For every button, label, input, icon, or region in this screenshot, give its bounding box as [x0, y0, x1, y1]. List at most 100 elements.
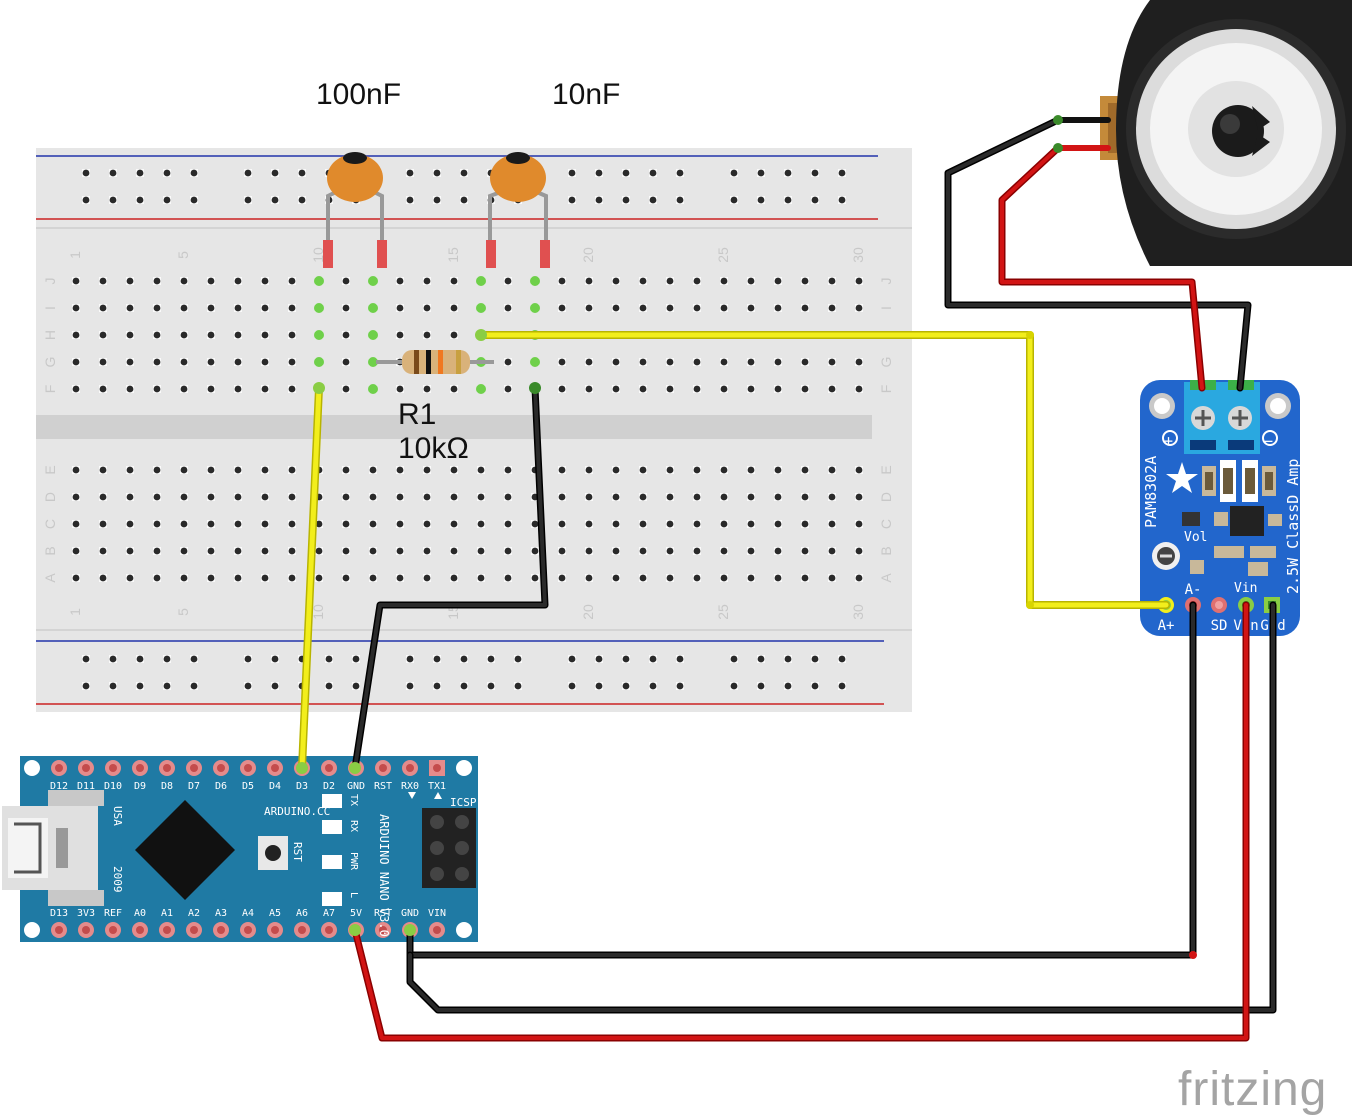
row-letter: C [42, 519, 58, 529]
breadboard-hole [585, 493, 593, 501]
breadboard-hole [693, 520, 701, 528]
breadboard-hole [126, 385, 134, 393]
breadboard-hole-connected [368, 276, 378, 286]
breadboard-hole [774, 520, 782, 528]
breadboard-hole [855, 304, 863, 312]
breadboard-hole [612, 277, 620, 285]
breadboard-hole [234, 466, 242, 474]
breadboard-hole [99, 466, 107, 474]
breadboard-hole [801, 385, 809, 393]
breadboard-hole-connected [530, 303, 540, 313]
row-letter: H [42, 330, 58, 340]
column-number: 5 [175, 608, 191, 616]
breadboard-hole [666, 493, 674, 501]
breadboard-hole [730, 682, 738, 690]
breadboard-hole [666, 304, 674, 312]
breadboard-hole [396, 574, 404, 582]
breadboard-hole [369, 520, 377, 528]
breadboard-hole [774, 493, 782, 501]
breadboard-hole [342, 547, 350, 555]
breadboard-hole [730, 196, 738, 204]
breadboard-hole [693, 547, 701, 555]
breadboard-hole [207, 493, 215, 501]
breadboard-hole-connected [368, 384, 378, 394]
breadboard-hole [801, 493, 809, 501]
breadboard-hole [396, 304, 404, 312]
breadboard-hole [693, 277, 701, 285]
breadboard-hole [639, 277, 647, 285]
breadboard-hole [855, 277, 863, 285]
nano-pin-label: TX1 [428, 781, 446, 792]
nano-model: ARDUINO NANO V3.0 [377, 814, 391, 937]
amp-pin-label: SD [1211, 618, 1228, 634]
breadboard-hole [693, 574, 701, 582]
row-letter: I [42, 306, 58, 310]
nano-pin-label: 3V3 [77, 908, 95, 919]
breadboard-hole [163, 196, 171, 204]
breadboard-hole [855, 574, 863, 582]
breadboard-hole [72, 520, 80, 528]
breadboard-hole [207, 547, 215, 555]
nano-pin-label: RST [374, 781, 392, 792]
breadboard-hole [234, 358, 242, 366]
breadboard-hole [784, 169, 792, 177]
breadboard-hole [244, 169, 252, 177]
breadboard-hole [190, 169, 198, 177]
breadboard-hole [423, 520, 431, 528]
breadboard-hole [504, 304, 512, 312]
breadboard-hole [784, 655, 792, 663]
breadboard-hole [396, 547, 404, 555]
nano-pin-label: A3 [215, 908, 227, 919]
breadboard-hole [126, 358, 134, 366]
breadboard-hole [126, 304, 134, 312]
breadboard-hole [693, 304, 701, 312]
breadboard-hole [136, 682, 144, 690]
breadboard-hole [288, 520, 296, 528]
breadboard-hole [514, 655, 522, 663]
amp-vol: Vol [1184, 530, 1207, 545]
breadboard-hole [72, 385, 80, 393]
breadboard-hole [153, 277, 161, 285]
breadboard-hole [774, 358, 782, 366]
breadboard-hole [774, 304, 782, 312]
breadboard-hole [855, 493, 863, 501]
column-number: 30 [850, 604, 866, 620]
breadboard-hole [622, 196, 630, 204]
breadboard-hole [757, 682, 765, 690]
breadboard-hole [450, 493, 458, 501]
nano-pin-label: D7 [188, 781, 200, 792]
breadboard-hole [504, 520, 512, 528]
breadboard-hole [288, 277, 296, 285]
breadboard-hole [180, 574, 188, 582]
breadboard-hole [288, 493, 296, 501]
breadboard-hole [261, 277, 269, 285]
nano-pin-label: D10 [104, 781, 122, 792]
breadboard-hole [261, 520, 269, 528]
capacitor-10nF [486, 152, 550, 268]
nano-pin-label: D5 [242, 781, 254, 792]
breadboard-hole [99, 358, 107, 366]
breadboard-hole [622, 682, 630, 690]
breadboard-hole [811, 655, 819, 663]
breadboard-hole [450, 277, 458, 285]
breadboard-hole [136, 196, 144, 204]
breadboard-hole [72, 493, 80, 501]
amp-pin-label: A- [1185, 582, 1202, 598]
breadboard-hole [649, 655, 657, 663]
breadboard-hole [342, 385, 350, 393]
breadboard-hole [666, 520, 674, 528]
breadboard-hole [298, 196, 306, 204]
breadboard-hole [207, 331, 215, 339]
breadboard-hole [126, 520, 134, 528]
nano-pin-label: A0 [134, 908, 146, 919]
breadboard-hole [99, 547, 107, 555]
nano-pin-label: 5V [350, 908, 362, 919]
breadboard-hole [352, 682, 360, 690]
breadboard-hole [153, 358, 161, 366]
row-letter: J [878, 278, 894, 285]
breadboard-hole [406, 196, 414, 204]
breadboard-hole [720, 547, 728, 555]
